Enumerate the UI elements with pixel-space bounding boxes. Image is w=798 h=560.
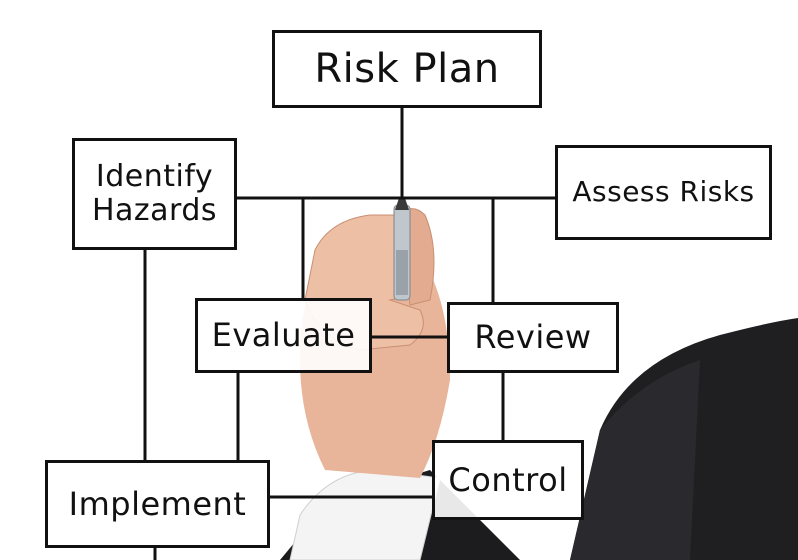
implement-label: Implement (68, 484, 247, 523)
risk-plan-title-box: Risk Plan (272, 30, 542, 108)
identify-hazards-line-1: Identify (95, 158, 214, 194)
evaluate-box: Evaluate (195, 298, 372, 373)
control-label: Control (448, 460, 568, 499)
shirt-cuff (289, 469, 441, 560)
review-box: Review (447, 302, 619, 373)
implement-box: Implement (45, 460, 270, 548)
risk-plan-title: Risk Plan (314, 46, 500, 92)
evaluate-label: Evaluate (211, 316, 356, 355)
identify-hazards-line-2: Hazards (91, 193, 218, 228)
assess-risks-box: Assess Risks (555, 145, 772, 240)
review-label: Review (474, 318, 592, 357)
assess-risks-label: Assess Risks (572, 175, 755, 209)
identify-hazards-box: Identify Hazards (72, 138, 237, 250)
marker-pen (393, 198, 411, 301)
suit-lapel-shade (570, 360, 700, 560)
control-box: Control (432, 440, 584, 520)
diagram-connectors (143, 106, 557, 560)
